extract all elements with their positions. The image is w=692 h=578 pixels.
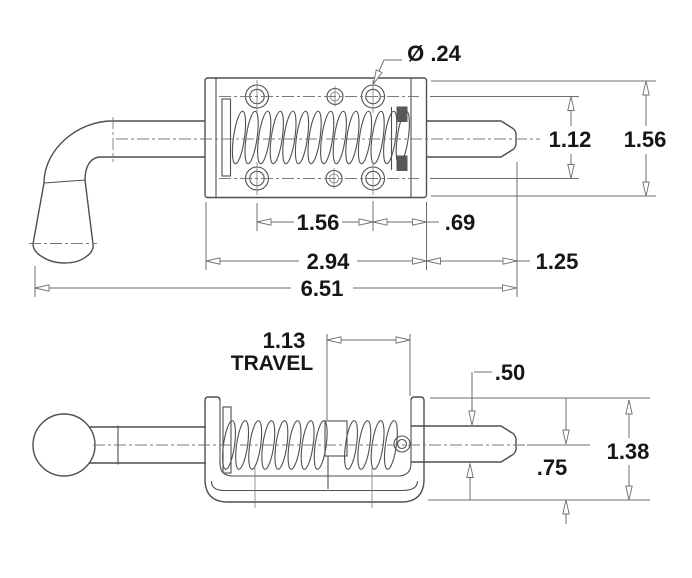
follower-clip-bottom: [396, 155, 408, 171]
extension-lines-top-view: [34, 80, 656, 297]
ball-detent: [393, 435, 411, 453]
latch-handle: [29, 117, 205, 264]
dim-travel-word: TRAVEL: [231, 352, 314, 375]
dim-pin-protrusion: 1.25: [536, 249, 579, 274]
travel-slider: [324, 420, 348, 489]
dim-body-height: 1.56: [624, 127, 667, 152]
arrowheads-side-view: [326, 336, 633, 515]
channel-body: [204, 396, 425, 508]
dim-overall-length: 6.51: [301, 276, 344, 301]
dim-edge-to-hole: .69: [445, 210, 476, 235]
follower-clip-top: [396, 106, 408, 122]
extension-lines-side-view: [326, 334, 650, 501]
dim-body-length: 2.94: [307, 249, 351, 274]
top-view: Ø .24 1.12 1.56 1.56 .69 2.94 1.25 6.51: [29, 41, 666, 301]
dimension-lines-top-view: [35, 59, 647, 289]
spring-retainer-side: [222, 406, 232, 474]
dim-center-height: .75: [537, 455, 568, 480]
spring-retainer: [221, 98, 232, 177]
spring-coils: [229, 109, 413, 166]
leader-arrowhead: [373, 69, 383, 85]
arrowheads-top-view: [34, 69, 650, 292]
latch-body: [204, 77, 428, 199]
side-view: 1.13 TRAVEL .50 .75 1.38: [32, 328, 650, 524]
dim-pin-diameter: .50: [495, 360, 526, 385]
mounting-holes: [244, 80, 386, 195]
dim-hole-row-spacing: 1.12: [549, 127, 592, 152]
latch-pin-side: [411, 425, 517, 463]
dim-hole-diameter: Ø .24: [407, 41, 462, 66]
dim-travel-value: 1.13: [263, 328, 306, 353]
dim-hole-column-spacing: 1.56: [297, 210, 340, 235]
dim-body-height-side: 1.38: [607, 439, 650, 464]
